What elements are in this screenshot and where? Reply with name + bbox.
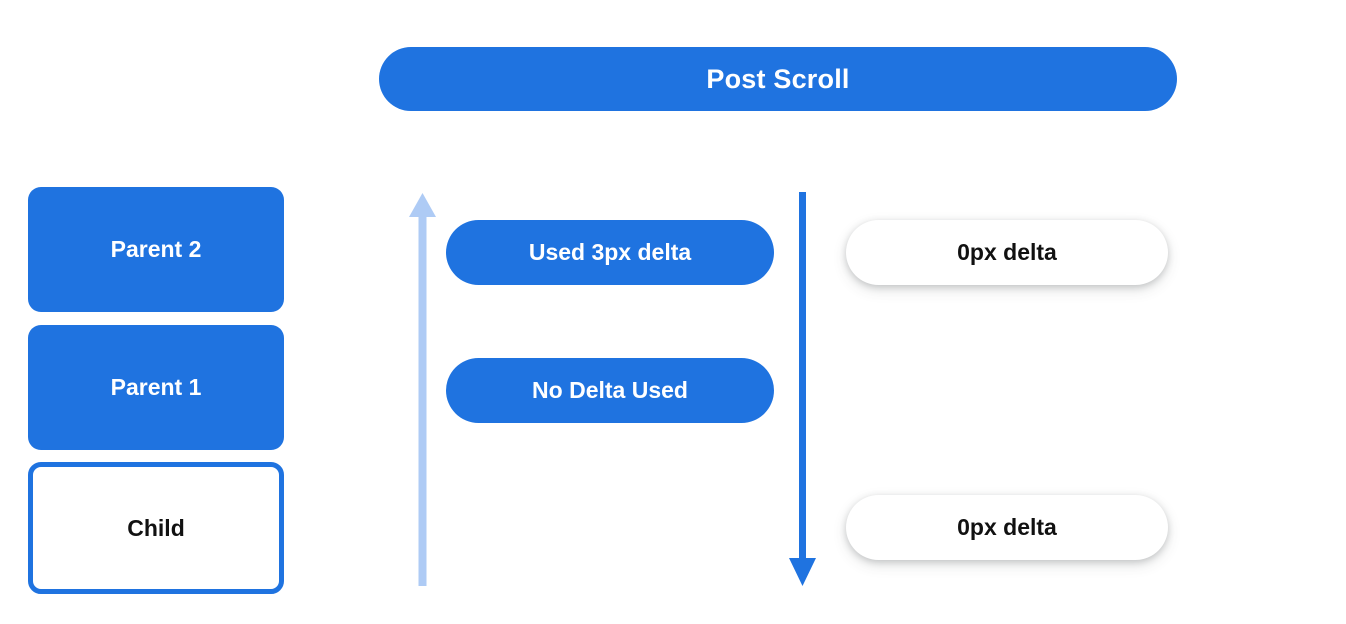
post-scroll-banner-label: Post Scroll xyxy=(706,63,850,94)
pill-zero-delta-top: 0px delta xyxy=(846,220,1168,285)
pill-used-delta-label: Used 3px delta xyxy=(528,239,692,265)
post-scroll-banner: Post Scroll xyxy=(379,47,1177,111)
pill-zero-delta-bottom-label: 0px delta xyxy=(957,514,1057,540)
pill-zero-delta-top-label: 0px delta xyxy=(957,239,1057,265)
scroll-propagate-down-arrow-icon xyxy=(789,192,816,586)
pill-no-delta-used-label: No Delta Used xyxy=(532,377,688,403)
node-parent-1-label: Parent 1 xyxy=(110,374,202,400)
pill-zero-delta-bottom: 0px delta xyxy=(846,495,1168,560)
node-child-label: Child xyxy=(127,514,185,541)
node-parent-2: Parent 2 xyxy=(28,187,284,312)
pill-used-delta: Used 3px delta xyxy=(446,220,774,285)
scroll-bubble-up-arrow-icon xyxy=(409,193,436,586)
node-child: Child xyxy=(28,462,284,594)
node-parent-2-label: Parent 2 xyxy=(110,236,202,262)
node-parent-1: Parent 1 xyxy=(28,325,284,450)
pill-no-delta-used: No Delta Used xyxy=(446,358,774,423)
